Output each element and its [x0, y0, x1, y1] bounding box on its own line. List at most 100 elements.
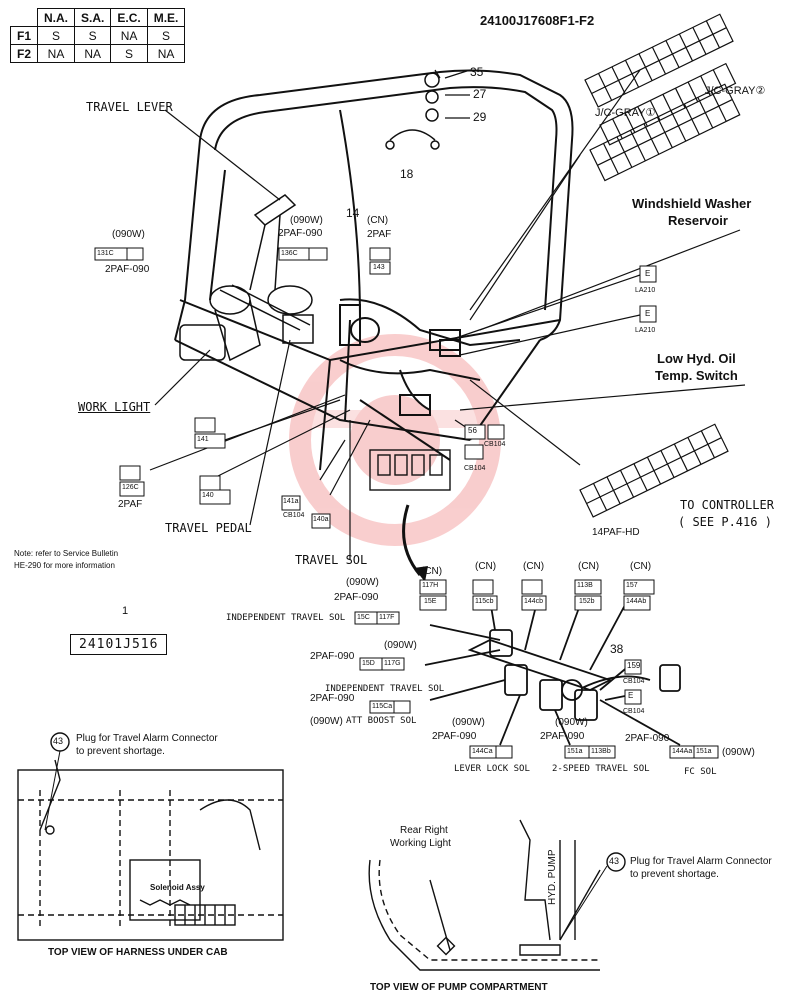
table-cell: NA — [110, 26, 148, 45]
lever-lock-sol-label: LEVER LOCK SOL — [454, 764, 530, 774]
rear-right-label-2: Working Light — [390, 838, 451, 849]
table-header-blank — [10, 8, 39, 27]
part-number-box: 24101J516 — [70, 634, 168, 655]
wire-code: CB104 — [484, 441, 506, 448]
connector-group-label: 2PAF-090 — [432, 731, 477, 742]
wire-code: 115cb — [475, 598, 494, 605]
table-row: F1 S S NA S — [9, 26, 186, 45]
wire-code: E — [628, 691, 634, 700]
table-cell: S — [110, 44, 148, 63]
wire-code: 151a — [567, 748, 583, 755]
connector-group-label: (090W) — [290, 215, 323, 226]
two-speed-travel-sol-label: 2-SPEED TRAVEL SOL — [552, 764, 650, 774]
table-row: F2 NA NA S NA — [9, 44, 186, 63]
leader-lines — [149, 69, 746, 560]
wire-code: 140 — [202, 492, 214, 499]
att-boost-sol-label: ATT BOOST SOL — [346, 716, 417, 726]
wire-code: CB104 — [623, 708, 645, 715]
connector-group-label: (090W) — [722, 747, 755, 758]
connector-14paf-label: 14PAF-HD — [592, 527, 640, 538]
table-cell: S — [146, 26, 186, 45]
travel-pedal-label: TRAVEL PEDAL — [165, 521, 252, 535]
harness-lines — [339, 298, 521, 491]
item-number-35: 35 — [470, 65, 484, 79]
cab-outline — [174, 69, 574, 471]
doc-number: 24100J17608F1-F2 — [480, 13, 595, 28]
item-number-38: 38 — [610, 642, 624, 656]
table-cell: S — [74, 26, 112, 45]
wire-code: 144Aa — [672, 748, 693, 755]
connector-group-label: (090W) — [452, 717, 485, 728]
connector-group-label: (CN) — [475, 561, 497, 572]
connector-group-label: 2PAF-090 — [625, 733, 670, 744]
wire-code: 141a — [283, 498, 299, 505]
pump-compartment-view — [368, 819, 601, 971]
wire-code: 15D — [362, 660, 375, 667]
wire-code: LA210 — [635, 287, 656, 294]
item-43-marker — [50, 732, 626, 872]
wire-code: 15E — [424, 598, 437, 605]
table-header-me: M.E. — [146, 8, 186, 27]
cab-top-view — [17, 759, 284, 941]
connector-group-label: 2PAF-090 — [278, 228, 323, 239]
connector-group-label: (CN) — [523, 561, 545, 572]
table-header-na: N.A. — [37, 8, 76, 27]
table-cell: NA — [146, 44, 186, 63]
windshield-washer-label-2: Reservoir — [668, 213, 728, 228]
item-number-1: 1 — [122, 605, 129, 617]
wire-code: CB104 — [283, 512, 305, 519]
wire-code: 143 — [373, 264, 385, 271]
independent-travel-sol-label-1: INDEPENDENT TRAVEL SOL — [226, 613, 346, 623]
table-cell: NA — [74, 44, 112, 63]
connector-group-label: 2PAF-090 — [334, 592, 379, 603]
connector-group-label: (CN) — [630, 561, 652, 572]
independent-travel-sol-label-2: INDEPENDENT TRAVEL SOL — [325, 684, 445, 694]
connector-group-label: 2PAF-090 — [105, 264, 150, 275]
plug-note-2a: Plug for Travel Alarm Connector — [630, 856, 772, 867]
top-view-cab-caption: TOP VIEW OF HARNESS UNDER CAB — [48, 947, 228, 958]
to-controller-label: TO CONTROLLER — [680, 498, 774, 512]
wire-code: 126C — [122, 484, 139, 491]
wire-code: CB104 — [464, 465, 486, 472]
jc-gray-connector-1 — [589, 83, 741, 182]
see-page-label: ( SEE P.416 ) — [678, 515, 772, 529]
jc-gray-connector-2 — [599, 62, 737, 146]
connector-group-label: 2PAF-090 — [310, 693, 355, 704]
connector-group-label: 2PAF — [367, 229, 392, 240]
travel-lever-label: TRAVEL LEVER — [86, 100, 173, 114]
connector-group-label: (090W) — [555, 717, 588, 728]
wire-code: 131C — [97, 250, 114, 257]
plug-note-1a: Plug for Travel Alarm Connector — [76, 733, 218, 744]
item-number-27: 27 — [473, 87, 487, 101]
wire-code: CB104 — [623, 678, 645, 685]
row-label: F1 — [9, 26, 39, 45]
wire-code: 152b — [579, 598, 595, 605]
wire-code: E — [645, 309, 651, 318]
wire-code: 144Ab — [626, 598, 647, 605]
connector-group-label: (CN) — [578, 561, 600, 572]
wire-code: 15C — [357, 614, 370, 621]
low-hyd-label-2: Temp. Switch — [655, 368, 738, 383]
solenoid-assy-label: Solenoid Assy — [150, 883, 205, 892]
wire-code: 56 — [468, 426, 477, 435]
wire-code: 117G — [384, 660, 401, 667]
connector-group-label: 2PAF-090 — [540, 731, 585, 742]
item-number-43-a: 43 — [53, 736, 64, 746]
item-number-29: 29 — [473, 110, 487, 124]
table-header-sa: S.A. — [74, 8, 112, 27]
table-cell: NA — [37, 44, 76, 63]
wire-code: E — [645, 269, 651, 278]
row-label: F2 — [9, 44, 39, 63]
connector-group-label: 2PAF — [118, 499, 143, 510]
wire-code: 141 — [197, 436, 209, 443]
top-view-pump-caption: TOP VIEW OF PUMP COMPARTMENT — [370, 982, 548, 993]
hyd-pump-label: HYD. PUMP — [547, 849, 558, 905]
region-applicability-table: N.A. S.A. E.C. M.E. F1 S S NA S F2 NA NA… — [9, 8, 186, 63]
connector-group-label: (090W) — [310, 716, 343, 727]
wire-code: 136C — [281, 250, 298, 257]
work-light-label: WORK LIGHT — [78, 400, 151, 414]
note-line-2: HE-290 for more information — [14, 561, 115, 570]
table-header-ec: E.C. — [110, 8, 148, 27]
connector-group-label: (CN) — [421, 566, 443, 577]
